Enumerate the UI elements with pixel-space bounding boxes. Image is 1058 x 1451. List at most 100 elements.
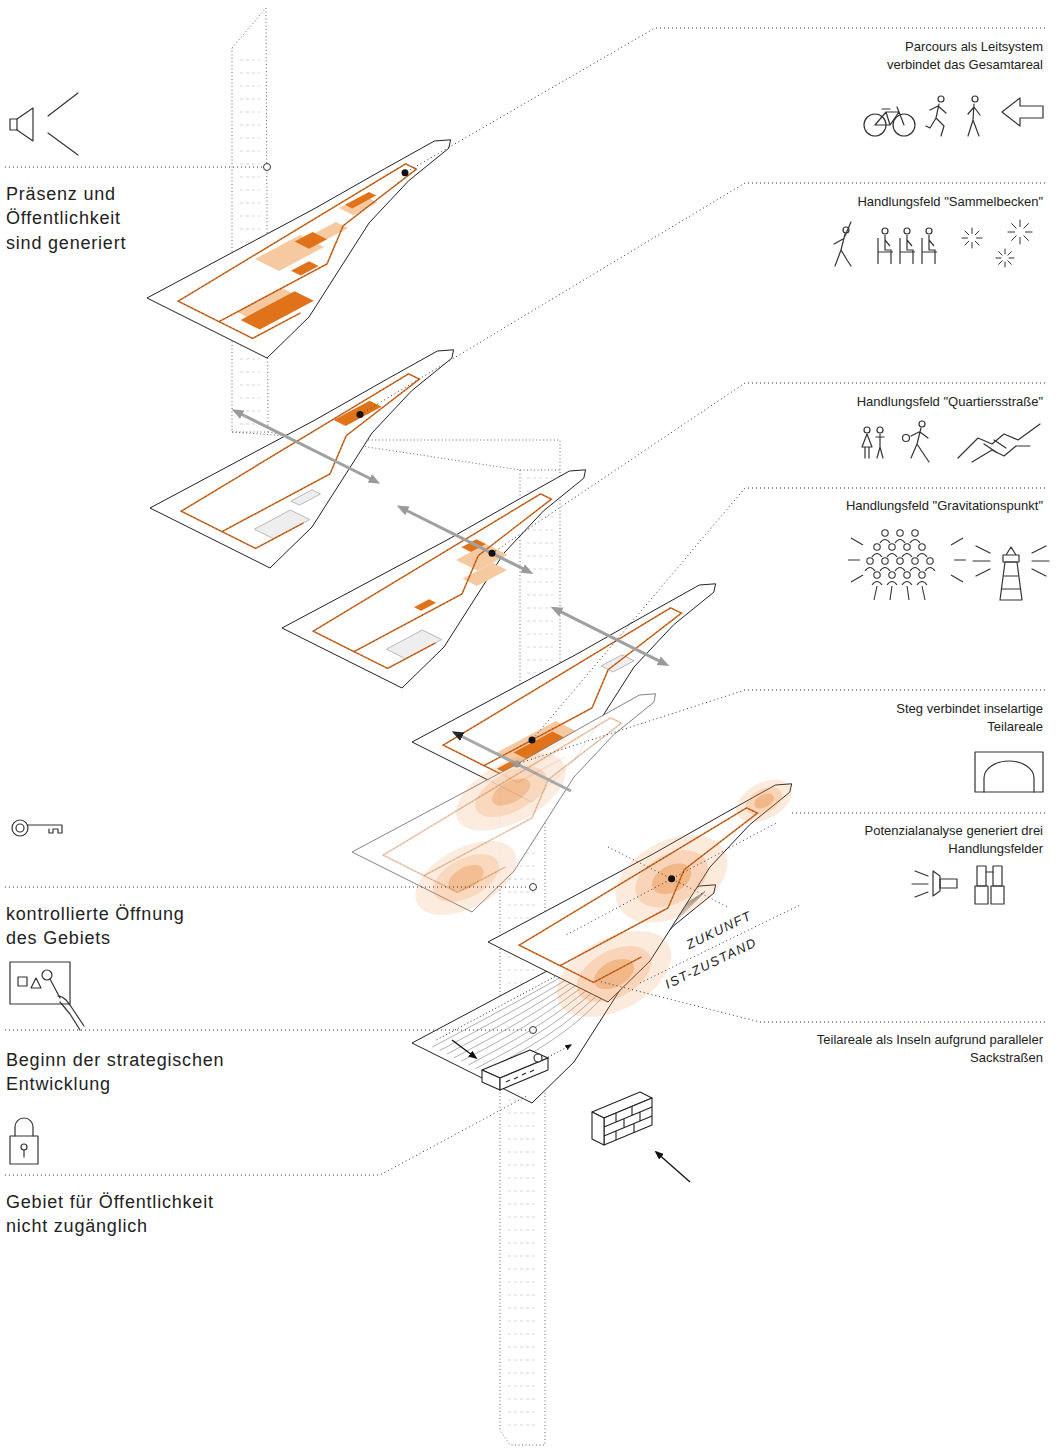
timeline-band-part [508,1282,537,1283]
site-plan-steg-part [383,718,621,876]
annotation: Handlungsfeld "Quartiersstraße" [783,393,1043,411]
site-plan-potenzialanalyse-part [542,913,685,1035]
megaphone-icon-part [48,93,78,116]
site-plan-final-part [295,232,327,249]
timeline-band-part [508,1360,537,1361]
leader-line [517,690,1045,764]
fireworks-icon-part [975,231,979,235]
flashlight-icon-part [933,871,940,896]
site-plan-steg-part [425,844,506,912]
leader-line-part [5,1095,528,1175]
fireworks-icon-part [1008,232,1015,233]
leader-line [5,1095,528,1175]
walker-icon [968,96,980,136]
fireworks-icon-part [999,252,1003,256]
crowd-icon-part [874,572,880,578]
timeline-band-part [240,125,260,126]
planning-board-icon-part [42,970,52,980]
site-plan-final-part [178,164,416,322]
timeline-band-part [508,1425,537,1426]
crowd-icon-part [897,558,903,564]
fireworks-icon-part [1024,236,1029,241]
lock-icon-part [10,1136,38,1164]
lock-icon-part [21,1144,27,1150]
lock-icon-part [23,1150,24,1157]
site-plan-ist-zustand-part [437,968,572,1040]
crowd-icon-part [882,558,888,564]
site-plan-steg-part [383,718,621,876]
seated-people-icon-part [904,228,910,234]
annotation: Parcours als Leitsystem verbindet das Ge… [853,38,1043,74]
fireworks-icon-part [999,261,1003,265]
site-plan-sammelbecken-part [357,411,364,418]
crowd-icon-part [867,558,873,564]
wall-icon-part [656,1152,690,1182]
arrow-icon [1002,98,1043,126]
crowd-icon-part [887,554,897,558]
ball-player-icon-part [919,421,925,427]
leader-line-part [264,164,271,171]
crowd-icon-part [889,544,895,550]
timeline-band-part [508,1412,537,1413]
fireworks-icon-part [1020,237,1021,244]
crowd-icon-part [917,554,927,558]
wall-icon-part [592,1112,604,1145]
site-plan-final-part [291,261,319,275]
site-plan-potenzialanalyse-part [560,957,642,983]
planning-board-icon-part [18,977,27,986]
handshake-icon-part [972,446,1030,462]
timeline-band-part [240,112,260,113]
site-plan-potenzialanalyse-part [589,953,639,996]
crowd-icon-part [880,568,890,572]
leader-line-part [530,884,537,891]
timeline-band-part [508,905,537,906]
timeline-band-part [527,660,553,661]
timeline-band-part [508,1243,537,1244]
timeline-band-part [508,1217,537,1218]
timeline-band-part [508,1165,537,1166]
leader-line [360,183,1045,415]
timeline-band-part [527,569,553,570]
fireworks-icon-part [965,241,969,245]
seated-people-icon-part [926,228,932,234]
lighthouse-icon-part [1002,576,1020,589]
site-plan-potenzialanalyse-part [560,957,642,983]
crowd-icon-part [910,568,920,572]
timeline-band-part [508,1308,537,1309]
stage-label: Gebiet für Öffentlichkeit nicht zugängli… [6,1190,246,1239]
crowd-icon-part [895,568,905,572]
icons [10,93,1049,1164]
icons [848,220,1032,600]
stage-label: kontrollierte Öffnung des Gebiets [6,902,206,951]
timeline-band-part [527,556,553,557]
crowd-icon-part [887,582,897,586]
timeline-band-part [508,1191,537,1192]
fireworks-icon-part [1005,249,1006,254]
leader-line-part [532,488,1045,740]
key-icon [12,820,62,836]
children-icon [862,427,884,458]
leader-line-part [492,383,1045,553]
planning-board-icon-part [58,996,84,1030]
fireworks-icon-part [1025,232,1032,233]
site-plan-quartiersstrasse-part [354,643,436,669]
timeline-band-part [240,372,260,373]
annotation: Potenzialanalyse generiert drei Handlung… [858,822,1043,858]
crowd-icon-part [919,544,925,550]
crowd-icon-part [919,572,925,578]
site-plan-steg-part [467,756,554,827]
timeline-band-part [232,8,268,432]
leader-line [5,164,271,171]
binoculars-icon-part [975,886,988,904]
site-plan-steg-part [424,867,506,893]
key-icon-part [12,820,28,836]
bridge-icon [975,752,1043,792]
seated-people-icon-part [882,228,888,234]
leader-line-part [640,905,800,983]
planning-board-icon-part [50,979,60,998]
seated-people-icon-part [900,235,915,264]
fireworks-icon-part [962,238,968,239]
lighthouse-icon-part [1003,547,1019,562]
children-icon-part [877,427,883,433]
